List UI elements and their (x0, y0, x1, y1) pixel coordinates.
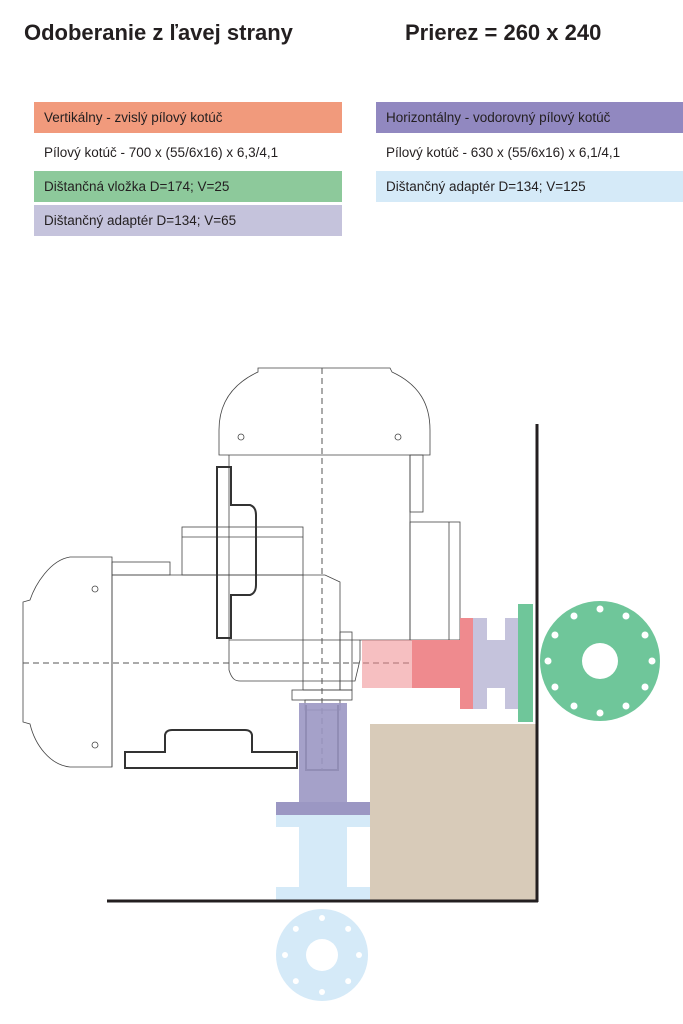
disc-bolt-hole (356, 952, 362, 958)
adapter-hub (487, 640, 505, 688)
vertical-flange (216, 466, 257, 639)
disc-bolt-hole (648, 657, 656, 665)
title-left: Odoberanie z ľavej strany (24, 20, 293, 45)
disc-center-hole (582, 643, 618, 679)
disc-bolt-hole (596, 605, 604, 613)
title-right: Prierez = 260 x 240 (405, 20, 602, 45)
disc-bolt-hole (596, 709, 604, 717)
motor-outline (22, 367, 461, 768)
light-blue-flange-bottom (276, 887, 370, 900)
disc-bolt-hole (345, 978, 352, 985)
disc-bolt-hole (570, 612, 578, 620)
horizontal-blade-spec: Pílový kotúč - 630 x (55/6x16) x 6,1/4,1 (386, 145, 621, 160)
disc-bolt-hole (622, 702, 630, 710)
disc-bolt-hole (551, 683, 559, 691)
horizontal-motor-body (111, 574, 304, 767)
vertical-adapter-spec: Dištančný adaptér D=134; V=65 (34, 205, 342, 236)
vertical-blade-header: Vertikálny - zvislý pílový kotúč (34, 102, 342, 133)
disc-bolt-hole (622, 612, 630, 620)
vertical-motor-fan-cover (218, 367, 431, 456)
horizontal-blade-header: Horizontálny - vodorovný pílový kotúč (376, 102, 683, 133)
green-spacer-disc (540, 601, 660, 721)
red-hub (412, 640, 460, 688)
disc-bolt-hole (544, 657, 552, 665)
purple-hub (299, 703, 347, 802)
horizontal-foot (124, 729, 298, 769)
terminal-box-top (181, 526, 304, 576)
horizontal-motor-fan-cover (22, 556, 113, 768)
adapter-flange-1 (473, 618, 487, 709)
adapter-flange-2 (505, 618, 518, 709)
light-blue-hub (299, 827, 347, 887)
purple-flange (276, 802, 370, 815)
vertical-motor-body (228, 455, 411, 682)
terminal-box-right (409, 521, 461, 641)
spacer-ring (518, 604, 533, 722)
horizontal-adapter-spec: Dištančný adaptér D=134; V=125 (376, 171, 683, 202)
disc-bolt-hole (319, 989, 325, 995)
disc-bolt-hole (292, 978, 299, 985)
disc-bolt-hole (282, 952, 288, 958)
light-blue-flange-top (276, 815, 370, 827)
disc-bolt-hole (551, 631, 559, 639)
vertical-spacer-spec: Dištančná vložka D=174; V=25 (34, 171, 342, 202)
red-hub-light (362, 640, 412, 688)
vertical-blade-spec: Pílový kotúč - 700 x (55/6x16) x 6,3/4,1 (44, 145, 279, 160)
red-flange (460, 618, 473, 709)
disc-bolt-hole (641, 631, 649, 639)
light-blue-adapter-disc (276, 909, 368, 1001)
disc-bolt-hole (292, 925, 299, 932)
disc-bolt-hole (641, 683, 649, 691)
workpiece (370, 724, 536, 900)
disc-bolt-hole (570, 702, 578, 710)
disc-bolt-hole (319, 915, 325, 921)
disc-bolt-hole (345, 925, 352, 932)
disc-center-hole (306, 939, 338, 971)
